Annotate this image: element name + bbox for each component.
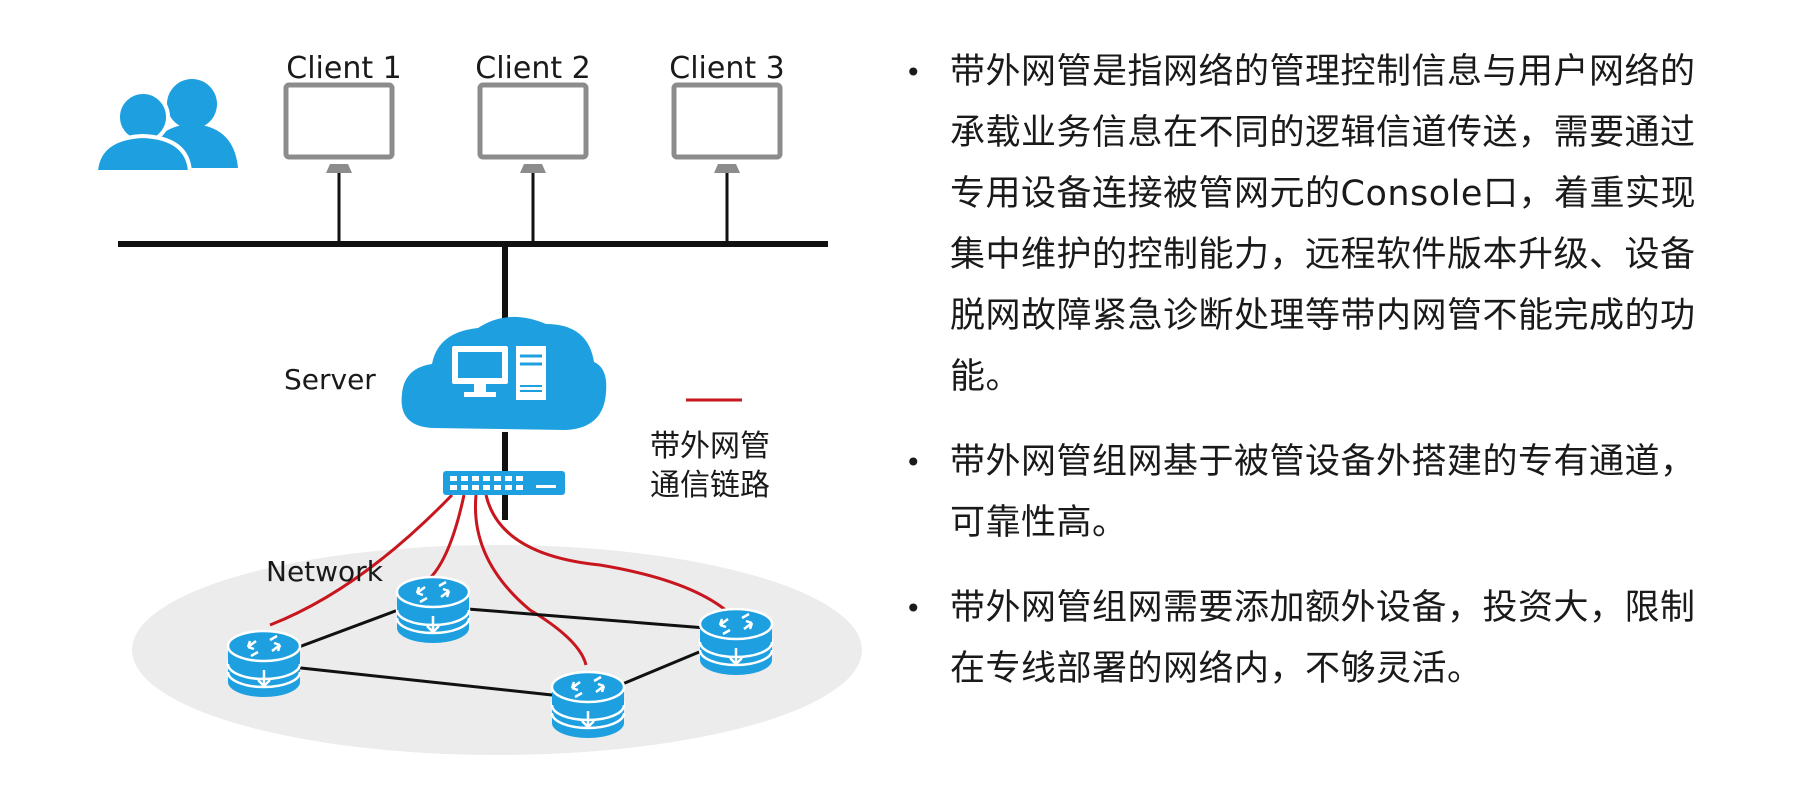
router-icon: [550, 670, 626, 740]
legend-label: 通信链路: [650, 468, 770, 503]
bullet-dot: •: [905, 56, 923, 89]
bullet-text: 带外网管组网需要添加额外设备，投资大，限制在专线部署的网络内，不够灵活。: [950, 588, 1696, 689]
server-label: Server: [284, 363, 376, 396]
bullet-list: • 带外网管是指网络的管理控制信息与用户网络的承载业务信息在不同的逻辑信道传送，…: [905, 42, 1725, 700]
monitor-icon: [286, 85, 392, 245]
monitor-icon: [480, 85, 586, 245]
oob-link: [473, 494, 588, 666]
client-label: Client 2: [475, 51, 590, 86]
oob-links: [269, 493, 729, 666]
bullet-text: 带外网管是指网络的管理控制信息与用户网络的承载业务信息在不同的逻辑信道传送，需要…: [950, 52, 1696, 397]
legend-label: 带外网管: [650, 429, 770, 464]
bullet-dot: •: [905, 592, 923, 625]
oob-link: [426, 494, 466, 582]
router-icon: [698, 607, 774, 677]
bullet-item: • 带外网管组网需要添加额外设备，投资大，限制在专线部署的网络内，不够灵活。: [905, 578, 1725, 700]
router-icon: [395, 575, 471, 645]
bullet-item: • 带外网管组网基于被管设备外搭建的专有通道，可靠性高。: [905, 432, 1725, 554]
router-icon: [226, 629, 302, 699]
cloud-server-icon: [401, 316, 607, 430]
oob-link: [484, 494, 729, 614]
switch-icon: [443, 471, 565, 495]
bullet-text: 带外网管组网基于被管设备外搭建的专有通道，可靠性高。: [950, 442, 1696, 543]
monitor-icon: [674, 85, 780, 245]
client-label: Client 3: [669, 51, 784, 86]
oob-link: [269, 493, 454, 627]
network-label: Network: [266, 555, 384, 588]
client-label: Client 1: [286, 51, 401, 86]
network-area: [132, 545, 862, 755]
bullet-item: • 带外网管是指网络的管理控制信息与用户网络的承载业务信息在不同的逻辑信道传送，…: [905, 42, 1725, 408]
users-icon: [93, 79, 238, 174]
network-diagram: Client 1 Client 2 Client 3 Server: [93, 51, 862, 755]
bullet-dot: •: [905, 446, 923, 479]
